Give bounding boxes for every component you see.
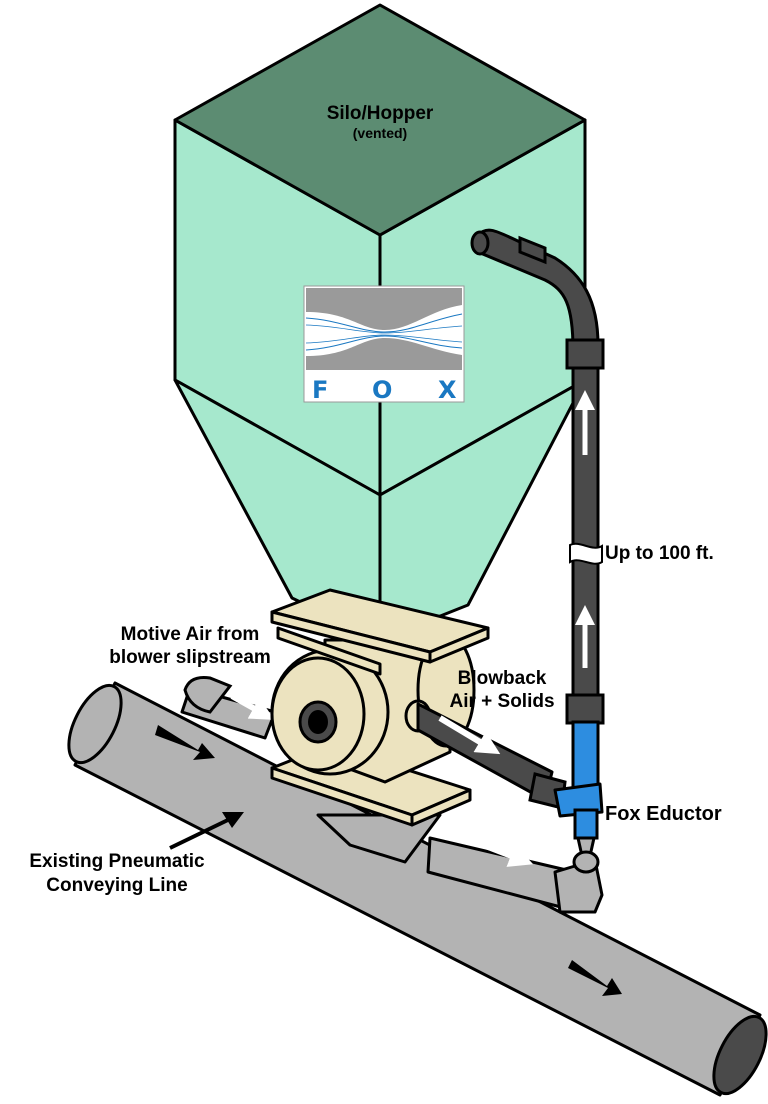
conveying-callout-line: [169, 816, 233, 850]
conveying-callout-arrowhead: [222, 812, 244, 828]
silo-title: Silo/Hopper: [327, 103, 434, 124]
motive-air-arrow: [230, 693, 275, 720]
fox-logo: F O X: [303, 285, 465, 404]
silo-subtitle: (vented): [353, 125, 407, 141]
silo-hopper: [173, 3, 587, 676]
logo-letter-x: X: [438, 376, 457, 404]
supply-arrow: [468, 837, 534, 867]
motive-air-label-2: blower slipstream: [109, 647, 271, 668]
riser-pipe: [470, 228, 605, 725]
up-to-label: Up to 100 ft.: [605, 543, 714, 564]
blowback-arrow: [438, 715, 501, 755]
conveying-line-label-1: Existing Pneumatic: [29, 851, 205, 872]
motive-air-label-1: Motive Air from: [121, 624, 260, 645]
blowback-pipe: [416, 702, 567, 810]
eductor-label: Fox Eductor: [605, 803, 722, 825]
rotary-valve: [270, 632, 476, 784]
eductor-supply-pipe: [426, 836, 604, 914]
logo-letter-o: O: [372, 376, 392, 404]
blowback-label-2: Air + Solids: [449, 691, 554, 712]
logo-letter-f: F: [312, 376, 328, 404]
motive-air-pipe: [180, 676, 277, 740]
fox-eductor: [553, 720, 604, 874]
conveying-line-label-2: Conveying Line: [46, 875, 187, 896]
conveying-arrow-left: [155, 725, 215, 760]
blowback-label-1: Blowback: [458, 668, 547, 689]
conveying-arrow-right: [568, 960, 622, 996]
